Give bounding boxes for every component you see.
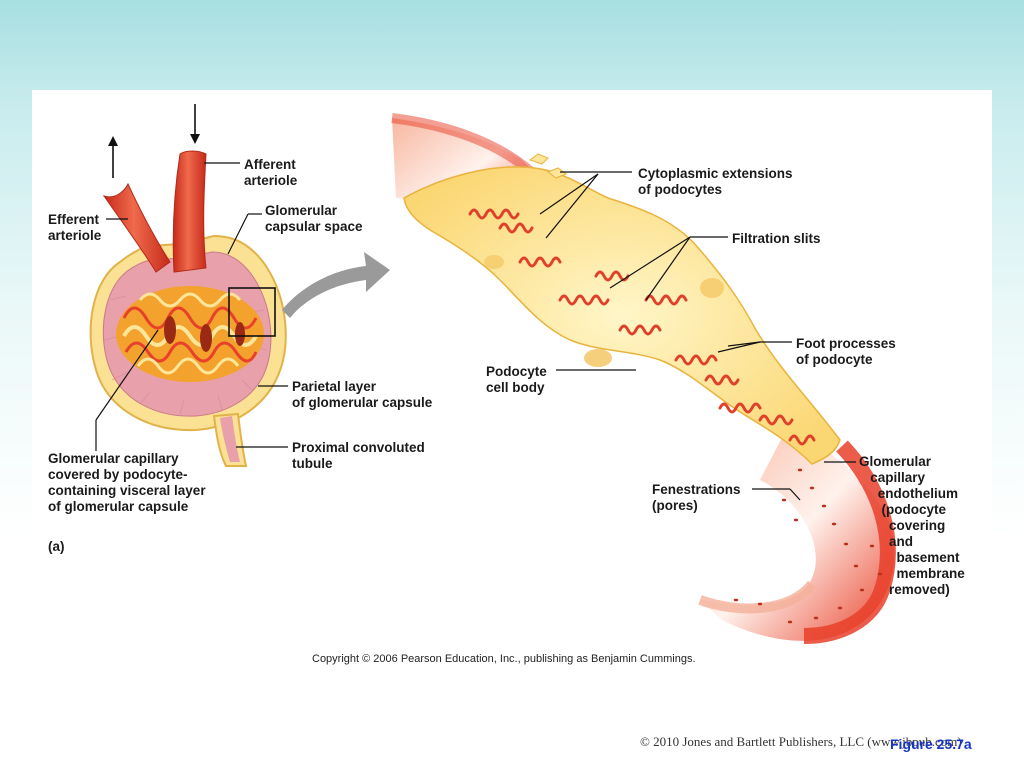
leader-lines	[95, 162, 856, 501]
flow-arrow-down	[190, 104, 200, 144]
label-afferent-arteriole: Afferent arteriole	[244, 157, 298, 188]
efferent-arteriole	[102, 182, 171, 273]
label-foot-processes: Foot processes of podocyte	[796, 336, 896, 367]
label-parietal-layer: Parietal layer of glomerular capsule	[292, 379, 433, 410]
label-panel-a: (a)	[48, 539, 65, 554]
label-capillary-endothelium: Glomerular capillary endothelium (podocy…	[859, 454, 965, 597]
publisher-credit: © 2010 Jones and Bartlett Publishers, LL…	[640, 734, 962, 749]
flow-arrow-up	[108, 136, 118, 178]
podocyte	[403, 166, 841, 465]
magnified-region-box	[228, 287, 276, 337]
magnify-arrow	[282, 252, 390, 318]
capillary-lower	[700, 430, 895, 641]
copyright-notice: Copyright © 2006 Pearson Education, Inc.…	[312, 653, 696, 665]
label-glomerular-capsular-space: Glomerular capsular space	[265, 203, 363, 234]
label-cytoplasmic-extensions: Cytoplasmic extensions of podocytes	[638, 166, 793, 197]
figure-label: Figure 25.7a	[890, 736, 972, 752]
label-podocyte-cell-body: Podocyte cell body	[486, 364, 547, 395]
foot-processes	[468, 208, 816, 446]
afferent-arteriole	[172, 150, 207, 273]
label-filtration-slits: Filtration slits	[732, 231, 821, 246]
podocyte-nucleus	[584, 349, 612, 367]
label-efferent-arteriole: Efferent arteriole	[48, 212, 102, 243]
glomerulus	[116, 286, 264, 382]
label-glomerular-capillary: Glomerular capillary covered by podocyte…	[48, 451, 206, 514]
label-fenestrations: Fenestrations (pores)	[652, 482, 741, 513]
label-proximal-tubule: Proximal convoluted tubule	[292, 440, 425, 471]
